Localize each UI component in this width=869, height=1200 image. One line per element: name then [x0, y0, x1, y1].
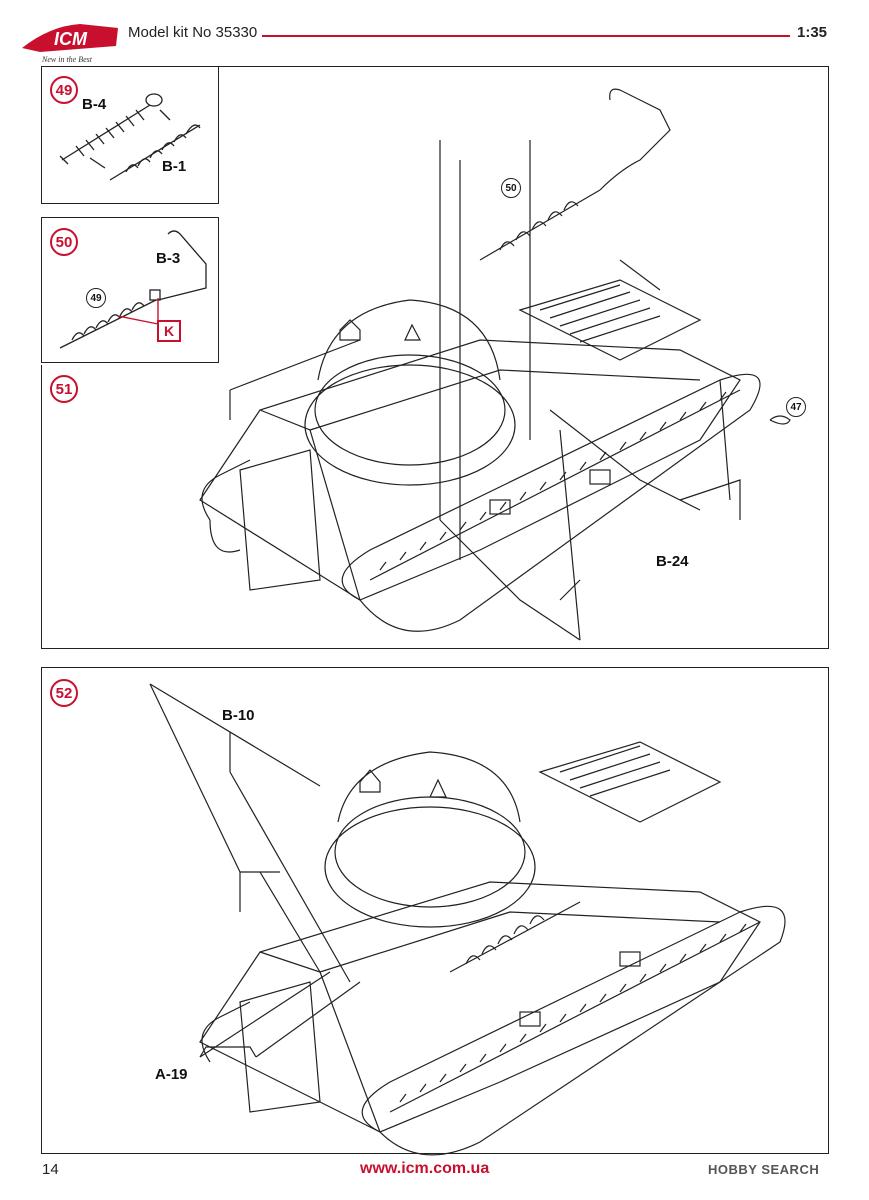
- part-b1-label: B-1: [162, 158, 187, 175]
- step-49-drawing: [59, 93, 201, 181]
- step-50-badge: 50: [50, 228, 78, 256]
- part-b24-label: B-24: [656, 553, 689, 570]
- ref-50-circle: 50: [501, 178, 521, 198]
- step-50-frame: [41, 217, 219, 363]
- scale-label: 1:35: [797, 24, 828, 41]
- part-b10-label: B-10: [222, 707, 255, 724]
- ref-49-circle: 49: [86, 288, 106, 308]
- step-49-frame: [41, 66, 219, 204]
- tank-drawing-step-51: [199, 88, 791, 641]
- hobbysearch-watermark: HOBBY SEARCH: [708, 1162, 820, 1177]
- icm-logo: ICM New in the Best: [20, 18, 120, 66]
- logo-brand: ICM: [54, 29, 88, 49]
- ref-47-circle: 47: [786, 397, 806, 417]
- logo-tagline: New in the Best: [41, 55, 93, 64]
- step-51-frame-top: [219, 66, 829, 68]
- step-51-frame-left: [41, 365, 43, 649]
- part-a19-label: A-19: [155, 1066, 188, 1083]
- step-49-badge: 49: [50, 76, 78, 104]
- step-52-frame: [41, 667, 829, 1154]
- icm-logo-graphic: ICM New in the Best: [22, 24, 118, 64]
- step-50-drawing: [59, 230, 207, 349]
- part-b3-label: B-3: [156, 250, 181, 267]
- part-b4-label: B-4: [82, 96, 107, 113]
- tank-drawing-step-52: [149, 683, 786, 1156]
- step-51-badge: 51: [50, 375, 78, 403]
- step-52-badge: 52: [50, 679, 78, 707]
- header-rule: [262, 35, 790, 37]
- website-link[interactable]: www.icm.com.ua: [360, 1160, 490, 1177]
- callout-k-box: K: [157, 320, 181, 342]
- page-number: 14: [42, 1161, 59, 1178]
- kit-title: Model kit No 35330: [128, 24, 258, 41]
- step-51-frame: [41, 66, 829, 649]
